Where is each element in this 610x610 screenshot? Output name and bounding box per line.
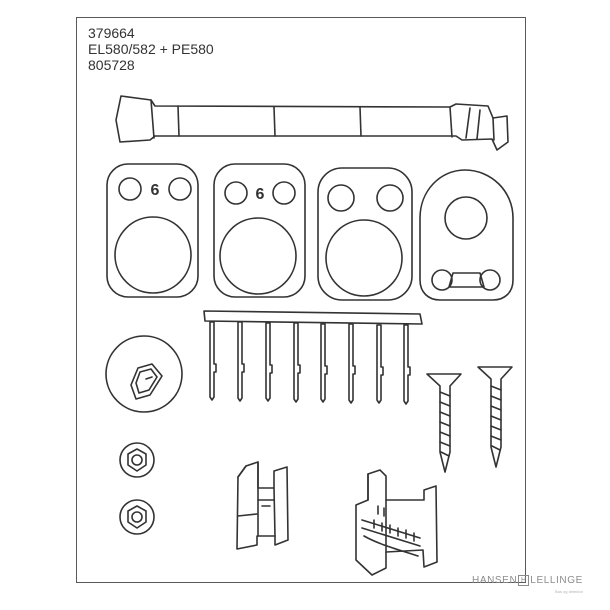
- connector-pin-strip: [203, 310, 423, 405]
- brand-mark-icon: H: [518, 575, 530, 586]
- mounting-plate-4: [419, 169, 514, 301]
- connector-pin: [209, 321, 217, 401]
- hex-nut-1: [119, 442, 155, 478]
- socket-connector: [355, 469, 438, 576]
- connector-pin: [293, 322, 301, 403]
- mounting-plate-2: [213, 163, 306, 298]
- brand-name-left: HANSEN: [472, 575, 518, 586]
- plate-1-number: 6: [151, 182, 160, 199]
- kit-article-number: 805728: [88, 57, 135, 73]
- clip-bracket: [236, 461, 289, 550]
- kit-models: EL580/582 + PE580: [88, 41, 214, 57]
- spindle-bar: [115, 95, 509, 151]
- kit-number: 379664: [88, 25, 135, 41]
- mounting-plate-3: [317, 167, 413, 301]
- connector-pin: [265, 322, 273, 402]
- brand-tagline: Bas og detektor: [555, 589, 584, 594]
- connector-pin: [376, 324, 384, 404]
- mounting-plate-1: [106, 163, 199, 298]
- connector-pin: [237, 321, 245, 402]
- countersunk-screw-2: [477, 366, 513, 468]
- brand-name-right: LELLINGE: [530, 575, 583, 586]
- hex-nut-2: [119, 499, 155, 535]
- kit-header: 379664 EL580/582 + PE580 805728: [88, 25, 214, 73]
- plate-2-number: 6: [256, 186, 265, 203]
- connector-pin: [320, 323, 328, 403]
- drawing-frame: [76, 17, 526, 583]
- connector-pin: [403, 324, 411, 405]
- round-cover-disc: [105, 335, 183, 413]
- countersunk-screw-1: [426, 373, 462, 473]
- connector-pin: [348, 323, 356, 404]
